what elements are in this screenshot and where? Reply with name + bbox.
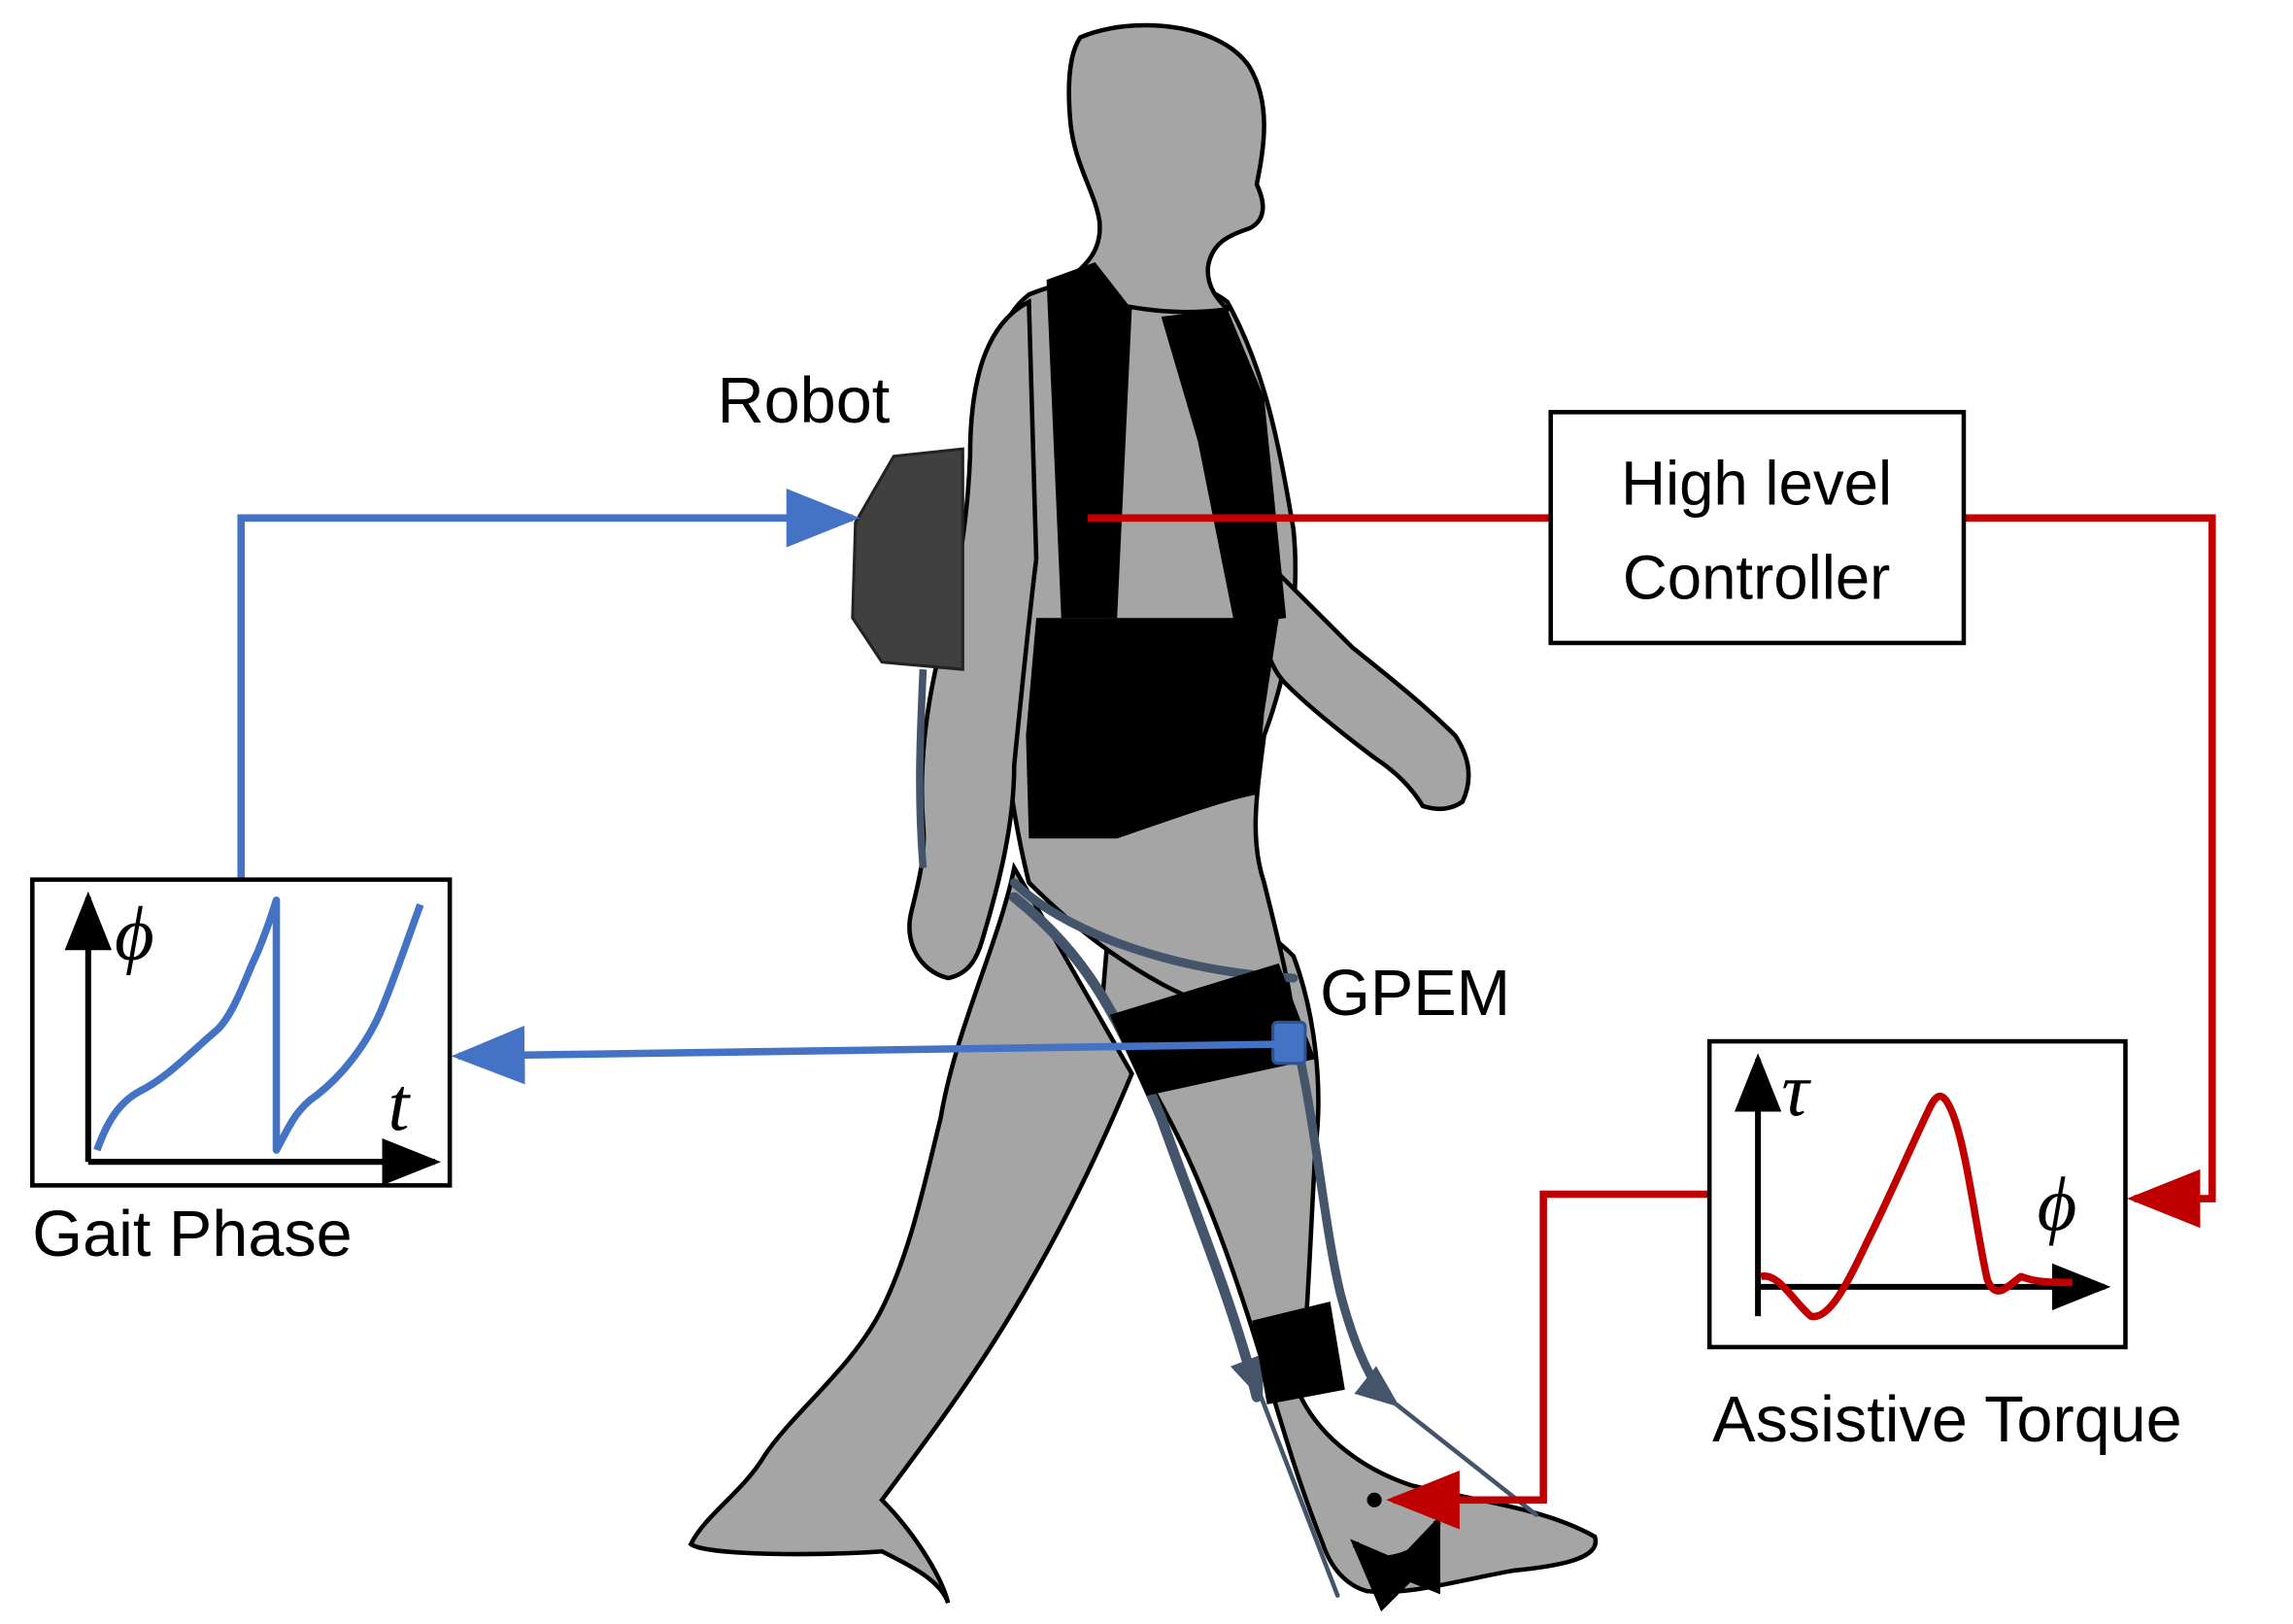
controller-box	[1548, 410, 1967, 646]
head	[1054, 22, 1266, 315]
ankle-strut-back	[1230, 1353, 1340, 1598]
controller-label-line1: High level	[1621, 450, 1892, 519]
assistive-torque-plot: τ ϕ	[1706, 1038, 2128, 1350]
thigh-cable	[1008, 892, 1263, 1403]
gait-phase-x-symbol: t	[388, 1063, 412, 1147]
robot-actuator-box	[851, 447, 964, 671]
high-level-controller: High level Controller	[1548, 410, 1967, 646]
back-arm	[907, 298, 1039, 981]
back-leg	[688, 862, 1134, 1605]
hip-cable	[1009, 878, 1298, 983]
shin-strap	[1252, 1301, 1345, 1404]
gait-phase-y-symbol: ϕ	[115, 892, 154, 976]
shin-cable	[1289, 1025, 1390, 1402]
torque-y-symbol: τ	[1781, 1048, 1811, 1133]
gait-phase-label: Gait Phase	[32, 1199, 352, 1270]
gait-phase-plot: ϕ t	[30, 877, 453, 1188]
waist-belt	[1026, 618, 1279, 839]
robot-cable	[916, 669, 927, 868]
assistive-torque-label: Assistive Torque	[1712, 1384, 2182, 1456]
phase-to-robot-line	[237, 489, 860, 880]
torque-x-symbol: ϕ	[2038, 1163, 2077, 1247]
thigh-strap	[1109, 963, 1316, 1097]
robot-label: Robot	[718, 365, 891, 437]
shoulder-strap-front	[1161, 309, 1287, 626]
shoulder-strap-back	[1046, 261, 1132, 619]
torque-signal	[1760, 1092, 2073, 1321]
controller-to-torque-line	[1963, 514, 2216, 1229]
gpem-label: GPEM	[1320, 958, 1510, 1030]
gait-phase-signal	[93, 897, 424, 1154]
gpem-to-phase-line	[451, 1025, 1276, 1085]
ankle-joint-dot	[1366, 1492, 1382, 1507]
gpem-sensor	[1271, 1020, 1307, 1066]
torque-to-ankle-line	[1386, 1190, 1710, 1530]
front-arm	[1259, 554, 1471, 812]
controller-label-line2: Controller	[1623, 544, 1890, 613]
harness-vest	[1026, 261, 1287, 839]
